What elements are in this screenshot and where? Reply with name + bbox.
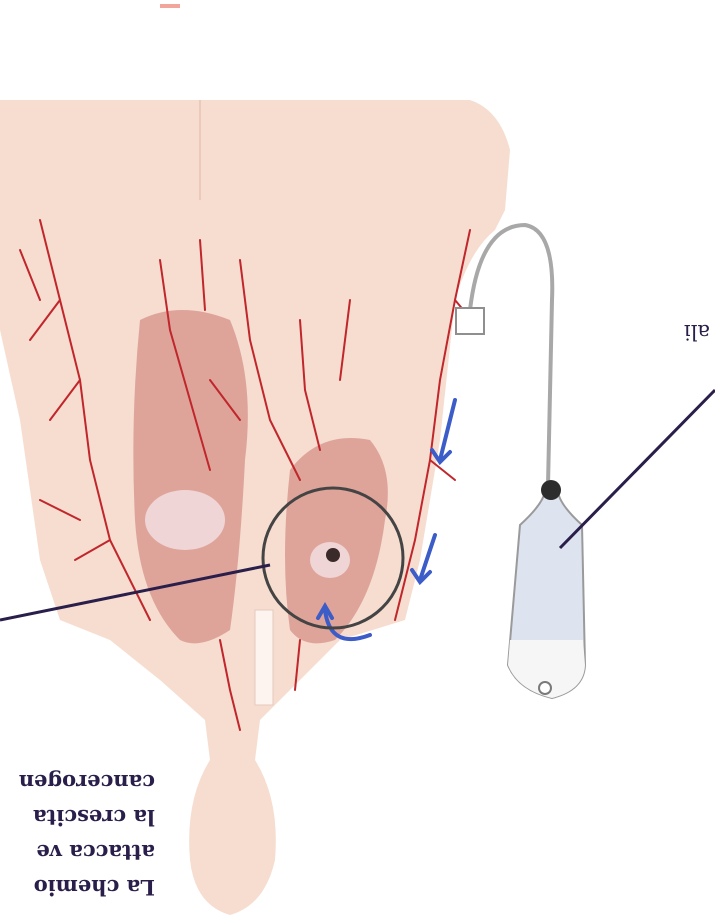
caption-right-fragment: ali [660, 320, 710, 344]
leader-line-right [560, 390, 715, 548]
caption-line-4: cancerogen [5, 770, 155, 795]
caption-line-1: La chemio [5, 875, 155, 900]
top-tick [160, 4, 180, 8]
trachea [255, 610, 273, 705]
iv-bag [508, 480, 585, 698]
catheter-connector [456, 308, 484, 334]
tumor [326, 548, 340, 562]
caption-line-3: la crescita [5, 805, 155, 830]
left-lung [133, 310, 248, 643]
caption-line-2: attacca ve [5, 840, 155, 865]
bag-clamp [541, 480, 561, 500]
bag-hook [539, 682, 551, 694]
iv-tubing [456, 225, 552, 485]
